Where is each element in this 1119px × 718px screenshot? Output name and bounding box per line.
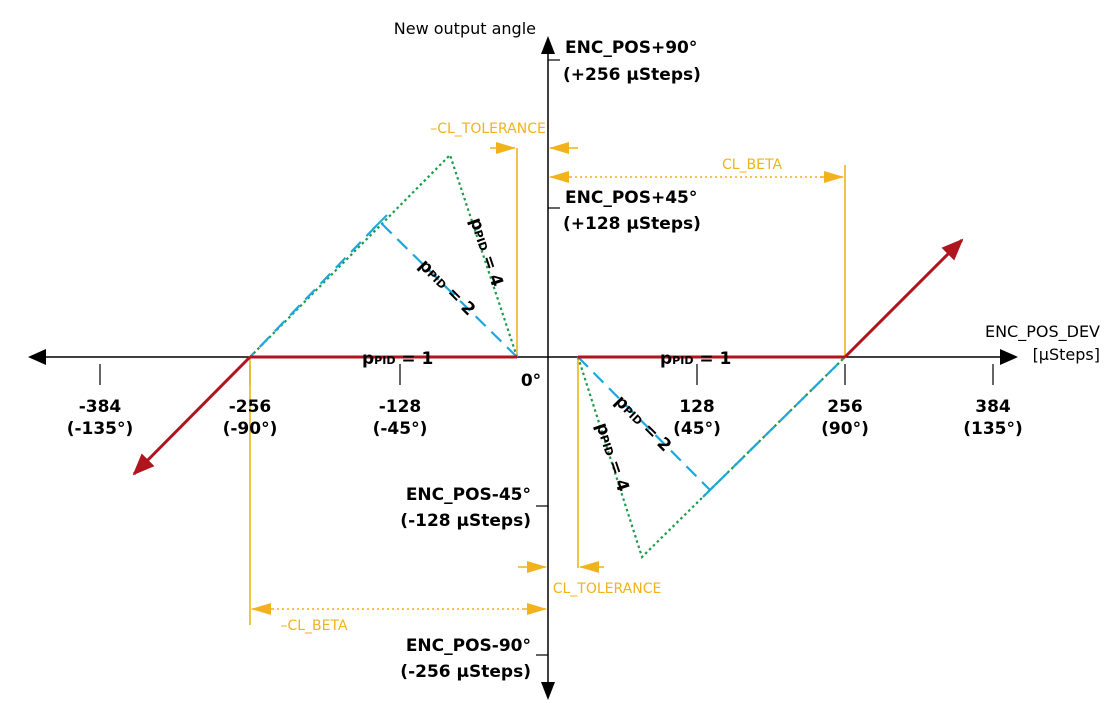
gain-label-p1-right: pPID = 1 [660,349,731,369]
x-tick-label: -256 [229,397,272,417]
p1-arrow-left [132,355,252,476]
x-tick-label: -384 [79,397,122,417]
x-tick-label: 256 [827,397,863,417]
x-axis-arrow-left-icon [28,349,46,365]
gain-label-p1-left: pPID = 1 [362,349,433,369]
p2-curve-left [249,220,518,358]
p1-arrow-right [843,238,964,359]
x-tick-labels: -384 (-135°) -256 (-90°) -128 (-45°) 128… [67,397,1023,439]
gain-label-p2-right: pPID = 2 [610,391,675,456]
y-tick-steps-pos90: (+256 µSteps) [563,65,701,85]
x-tick-label: 128 [679,397,715,417]
x-tick-angle: (-45°) [373,419,428,439]
y-tick-label-pos90: ENC_POS+90° [565,38,697,58]
y-tick-label-neg45: ENC_POS-45° [406,485,531,505]
y-axis-arrow-down-icon [541,682,555,700]
y-tick-label-pos45: ENC_POS+45° [565,188,697,208]
y-tick-label-neg90: ENC_POS-90° [406,636,531,656]
x-tick-label: 384 [975,397,1011,417]
y-axis-arrow-up-icon [541,36,555,54]
neg-cl-beta-label: –CL_BETA [280,618,347,634]
x-tick-label: -128 [379,397,422,417]
p2-marker-right [702,482,718,498]
x-tick-angle: (-90°) [223,419,278,439]
cl-beta-label: CL_BETA [722,157,782,173]
tolerance-guides [249,148,846,625]
gain-label-p2-left: pPID = 2 [414,255,479,320]
y-tick-steps-neg45: (-128 µSteps) [400,511,531,531]
x-tick-angle: (135°) [963,419,1023,439]
x-axis-arrow-right-icon [1000,349,1018,365]
y-tick-marks [536,59,560,656]
x-tick-angle: (-135°) [67,419,134,439]
x-axis-label: ENC_POS_DEV [985,322,1100,342]
neg-cl-tolerance-label: –CL_TOLERANCE [430,121,546,137]
p4-curve-left [249,152,519,358]
x-tick-angle: (90°) [821,419,869,439]
gain-label-p4-right: pPID = 4 [591,420,633,494]
p2-marker-left [372,214,388,230]
gain-label-p4-left: pPID = 4 [465,215,507,289]
y-tick-steps-neg90: (-256 µSteps) [400,662,531,682]
origin-label: 0° [521,371,541,391]
x-tick-angle: (45°) [673,419,721,439]
y-axis-label: New output angle [394,19,536,38]
y-tick-steps-pos45: (+128 µSteps) [563,214,701,234]
x-axis-unit: [µSteps] [1033,345,1100,364]
p4-curve-right [576,356,846,560]
cl-tolerance-label: CL_TOLERANCE [553,581,662,597]
